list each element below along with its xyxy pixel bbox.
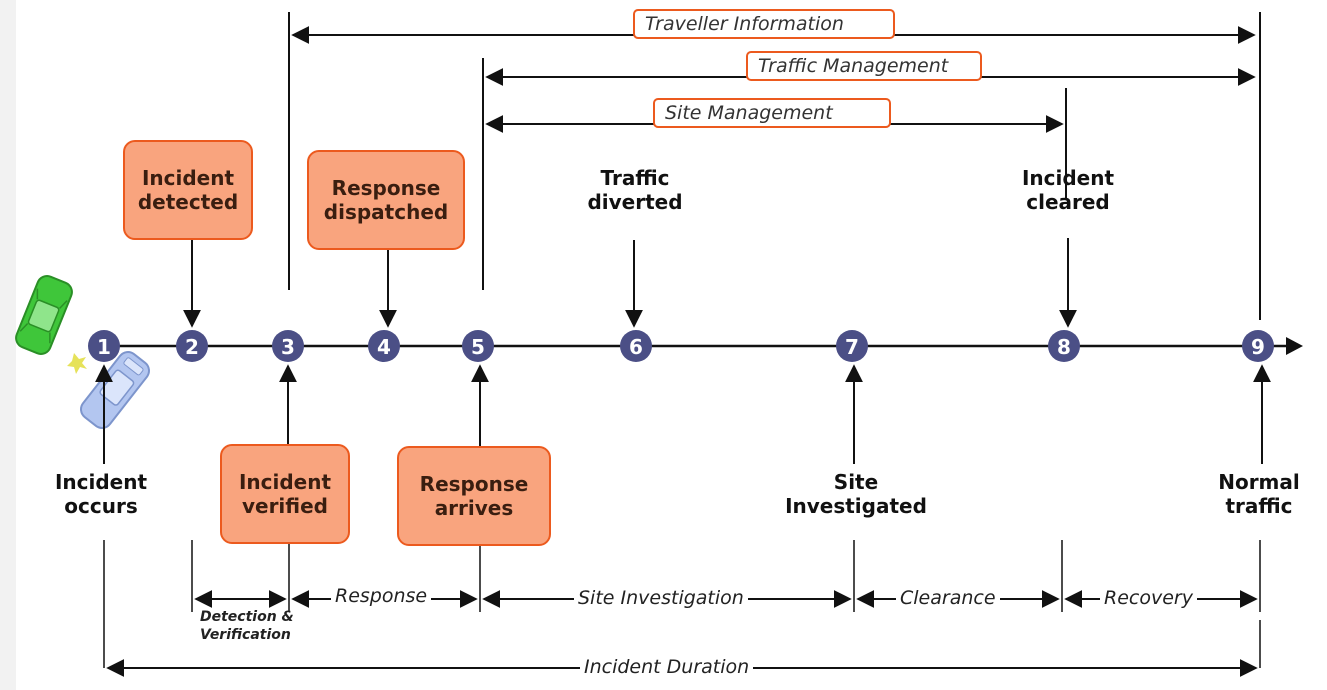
milestone-9: 9 [1242,330,1274,362]
svg-text:9: 9 [1251,335,1265,359]
clearance-phase-label: Clearance [896,587,1000,609]
svg-text:6: 6 [629,335,643,359]
site-management-label: Site Management [653,98,891,128]
traffic-management-label: Traffic Management [746,51,982,81]
svg-text:8: 8 [1057,335,1071,359]
svg-text:4: 4 [377,335,391,359]
site-investigation-phase-label: Site Investigation [574,587,748,609]
svg-text:3: 3 [281,335,295,359]
milestone-8: 8 [1048,330,1080,362]
traffic-diverted-label: Traffic diverted [587,166,683,214]
svg-text:5: 5 [471,335,485,359]
response-arrives-label: Response arrives [397,446,551,546]
blue-car-icon [80,351,150,429]
milestone-6: 6 [620,330,652,362]
normal-traffic-label: Normal traffic [1218,470,1300,518]
milestone-7: 7 [836,330,868,362]
incident-duration-label: Incident Duration [580,656,754,678]
milestone-5: 5 [462,330,494,362]
svg-text:1: 1 [97,335,111,359]
collision-spark-icon [67,353,87,374]
timeline-arrowhead [1286,337,1303,355]
milestone-4: 4 [368,330,400,362]
incident-verified-label: Incident verified [220,444,350,544]
traveller-information-label: Traveller Information [633,9,895,39]
milestone-2: 2 [176,330,208,362]
svg-text:7: 7 [845,335,859,359]
incident-detected-label: Incident detected [123,140,253,240]
detection-verification-label: Detection & Verification [200,609,294,643]
milestone-3: 3 [272,330,304,362]
recovery-phase-label: Recovery [1100,587,1197,609]
milestone-1: 1 [88,330,120,362]
green-car-icon [15,275,73,355]
incident-occurs-label: Incident occurs [54,470,148,518]
response-dispatched-label: Response dispatched [307,150,465,250]
svg-text:2: 2 [185,335,199,359]
response-phase-label: Response [331,585,432,607]
site-investigated-label: Site Investigated [785,470,927,518]
incident-cleared-label: Incident cleared [1021,166,1115,214]
